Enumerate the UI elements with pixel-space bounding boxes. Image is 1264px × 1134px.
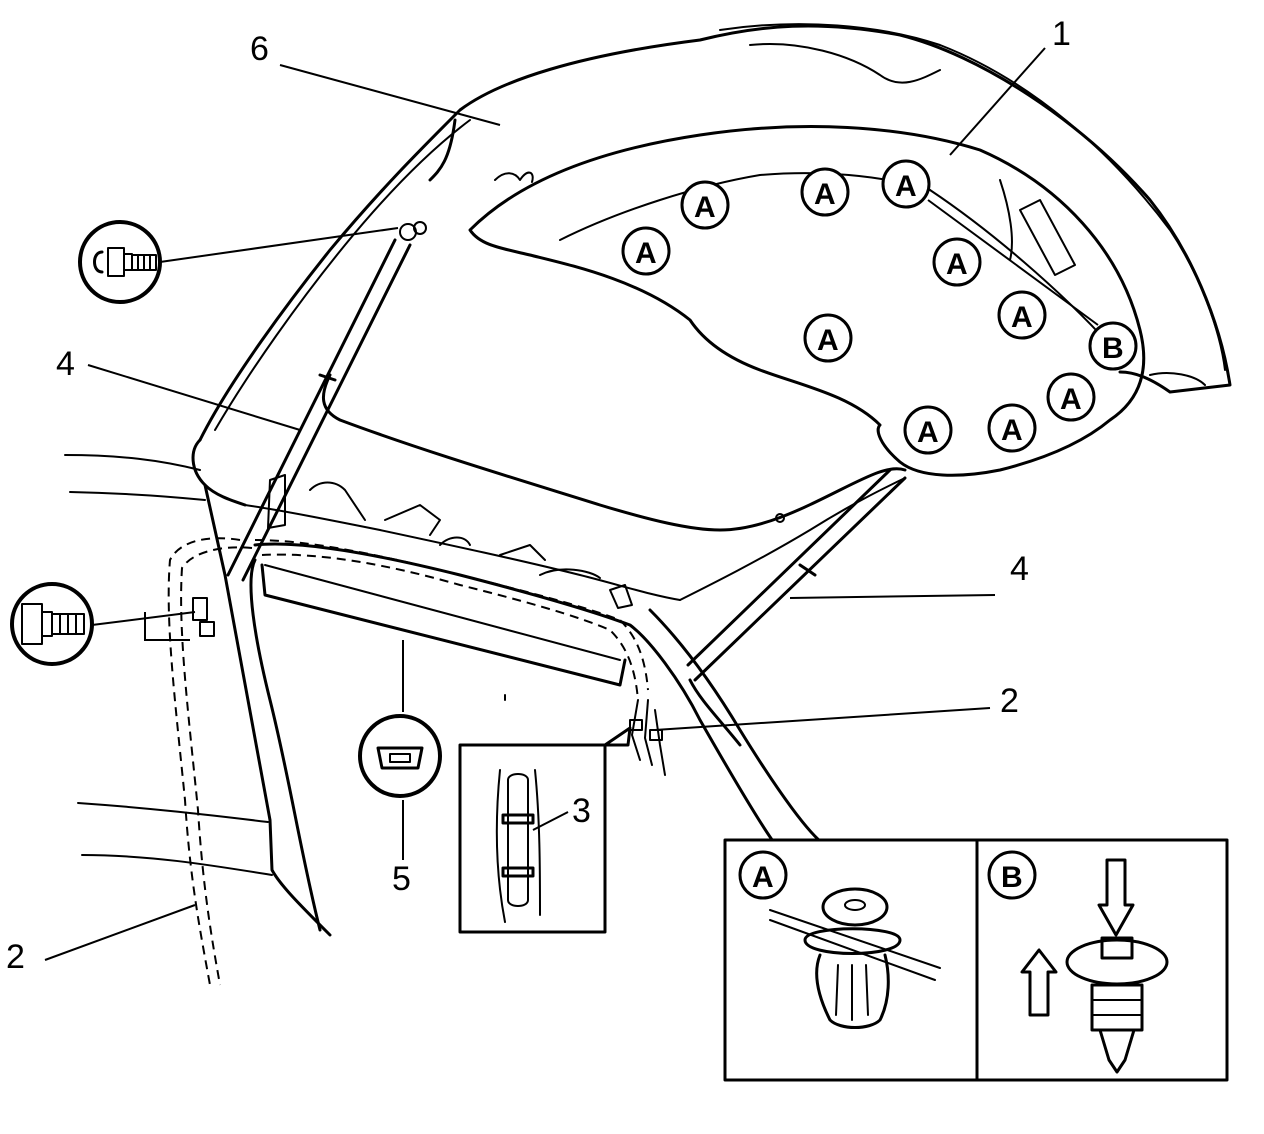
callout-6: 6 [250, 30, 269, 68]
callout-2-left: 2 [6, 938, 25, 976]
retainer-clip-icon [358, 714, 442, 798]
body-opening [64, 454, 827, 937]
callout-5: 5 [392, 860, 411, 898]
clip-a-marker: A [1060, 383, 1082, 416]
liftgate-inner-frame [244, 373, 907, 609]
clip-a-marker: A [635, 237, 657, 270]
clip-a-marker: A [895, 170, 917, 203]
callout-labels: 1 6 4 4 2 3 5 2 [6, 15, 1071, 976]
bolt-icon [10, 582, 94, 666]
center-high-mount-housing [260, 563, 627, 687]
clip-a-marker: A [694, 191, 716, 224]
bolt-icon [78, 220, 162, 304]
clip-a-marker: A [817, 324, 839, 357]
callout-4-left: 4 [56, 345, 75, 383]
detail-a-label: A [752, 861, 774, 894]
trim-panel [468, 125, 1146, 477]
clip-detail-box: A B [723, 838, 1229, 1082]
wiring-harness [167, 537, 666, 986]
callout-4-right: 4 [1010, 550, 1029, 588]
clip-a-marker: A [814, 178, 836, 211]
clip-a-marker: A [917, 416, 939, 449]
gas-strut-right [686, 468, 907, 682]
callout-2-right: 2 [1000, 682, 1019, 720]
clip-a-marker: A [1001, 414, 1023, 447]
callout-3: 3 [572, 792, 591, 830]
pull-up-arrow-icon [1020, 948, 1058, 1017]
press-down-arrow-icon [1097, 858, 1135, 937]
gas-strut-left [226, 221, 427, 582]
detail-a-push-pin: A [738, 850, 941, 1029]
detail-b-push-pin: B [987, 850, 1169, 1074]
harness-connector-detail [458, 694, 632, 934]
detail-b-label: B [1001, 861, 1023, 894]
clip-markers: A A A A A A A A A A B [621, 159, 1138, 455]
clip-a-marker: A [1011, 301, 1033, 334]
leader-lines [44, 47, 1099, 961]
callout-1: 1 [1052, 15, 1071, 53]
clip-b-marker: B [1102, 332, 1124, 365]
clip-a-marker: A [946, 248, 968, 281]
